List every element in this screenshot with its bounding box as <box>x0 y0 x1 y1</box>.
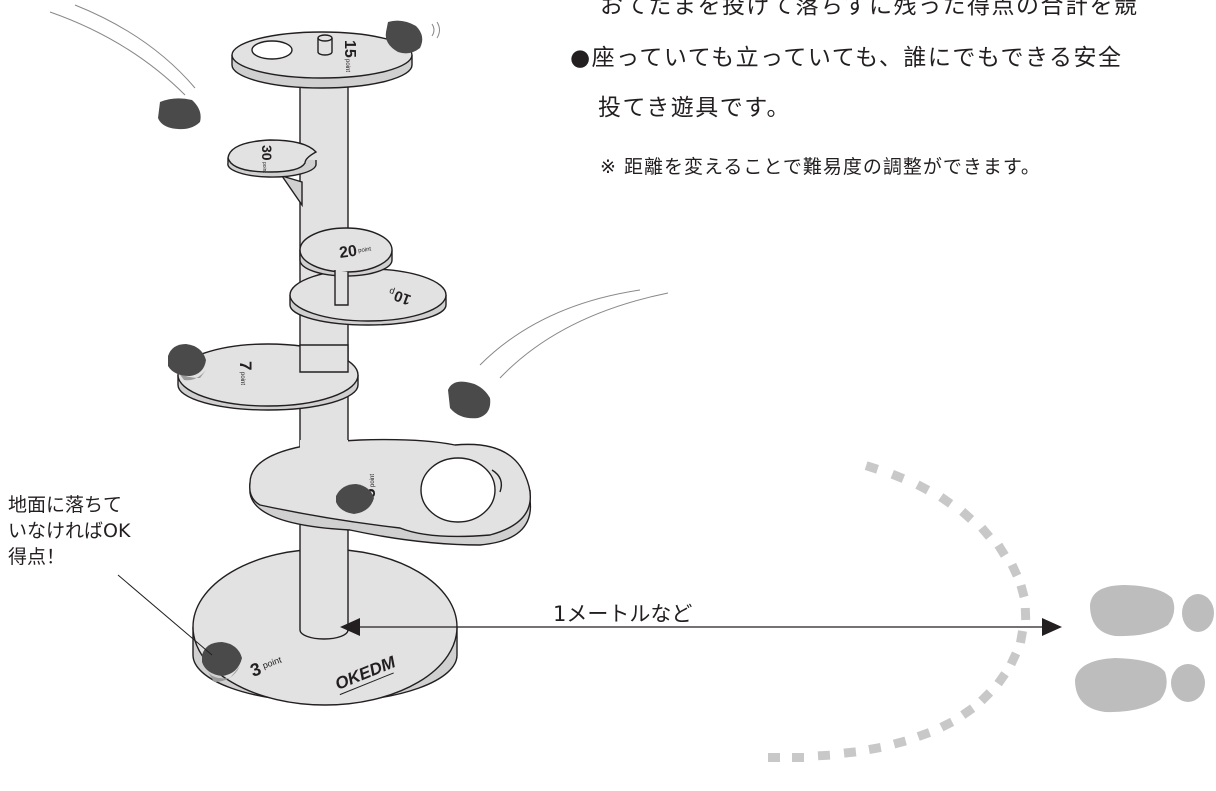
tier-7-number: 7 <box>236 361 255 370</box>
throw-motion-lines-right <box>479 289 669 379</box>
callout-text: 地面に落ちて いなければOK 得点！ <box>8 492 130 570</box>
distance-label: 1メートルなど <box>553 602 693 626</box>
tier-5-disk <box>249 438 532 546</box>
beanbag-icon <box>448 381 491 419</box>
tier-15-number: 15 <box>341 40 358 58</box>
tier-15-unit: point <box>344 59 350 72</box>
tier-15-disk <box>231 31 413 89</box>
beanbag-icon <box>158 98 201 130</box>
tier-10-unit: p <box>388 286 396 297</box>
arrow-right-icon <box>1042 618 1062 636</box>
difficulty-note: ※ 距離を変えることで難易度の調整ができます。 <box>600 156 1041 178</box>
beanbag-icon <box>336 484 374 514</box>
description-line-2: ●座っていても立っていても、誰にでもできる安全 <box>570 45 1123 71</box>
tier-30-disk <box>227 139 318 208</box>
tier-5-unit: point <box>370 474 376 487</box>
arrow-left-icon <box>340 618 360 636</box>
callout-line-2: いなければOK <box>8 520 131 542</box>
callout-line-3: 得点！ <box>8 546 66 568</box>
tier-10-number: 10 <box>392 287 413 309</box>
description-line-1: おてだまを投げて落ちずに残った得点の合計を競 <box>600 0 1139 19</box>
throw-motion-lines-left <box>49 4 196 96</box>
tier-7-disk <box>177 343 359 411</box>
tier-20-label: 20 point <box>338 243 372 262</box>
footprints-icon <box>1075 585 1214 713</box>
callout-line-1: 地面に落ちて <box>8 494 123 516</box>
tier-30-label: 30 point <box>259 145 275 173</box>
tier-30-number: 30 <box>259 145 275 161</box>
description-line-3: 投てき遊具です。 <box>598 95 792 121</box>
tier-30-unit: point <box>261 162 267 173</box>
tier-20-disk <box>299 227 393 306</box>
tier-10-label: 10 p <box>388 286 414 309</box>
tier-20-unit: point <box>358 247 372 255</box>
tier-7-label: 7 point <box>236 361 255 385</box>
beanbag-icon <box>202 642 242 682</box>
tier-15-label: 15 point <box>341 40 358 72</box>
tier-10-disk <box>289 268 447 326</box>
dashed-path <box>768 461 1031 762</box>
distance-arrow <box>340 618 1062 636</box>
tier-20-number: 20 <box>338 243 358 262</box>
tier-7-unit: point <box>239 372 245 385</box>
callout-pointer-line <box>117 574 213 656</box>
beanbag-icon <box>385 20 440 54</box>
beanbag-icon <box>168 344 206 381</box>
